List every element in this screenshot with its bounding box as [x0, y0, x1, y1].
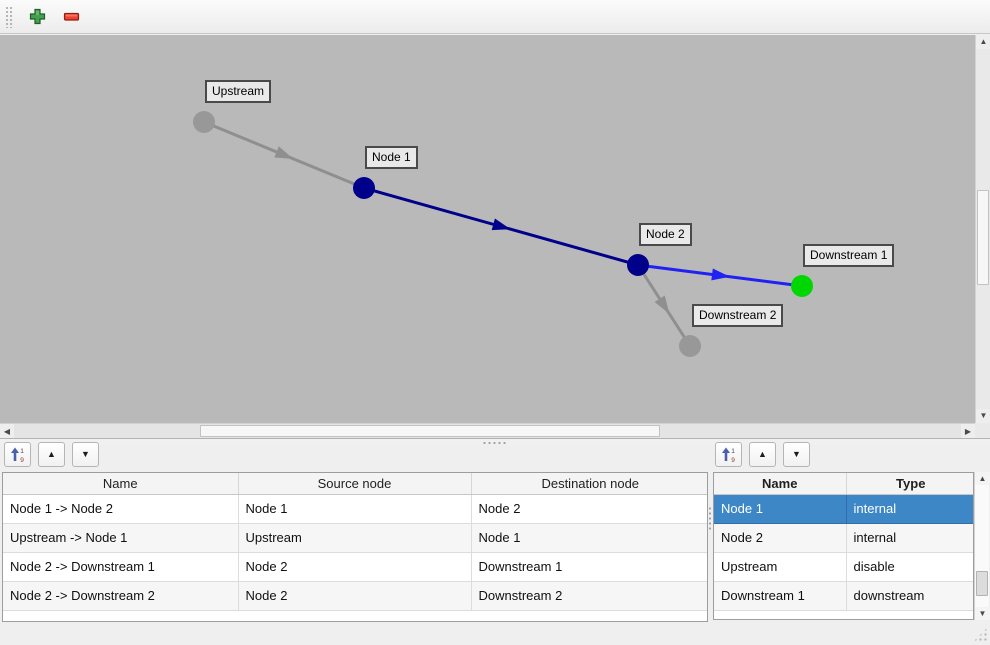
down-triangle-icon: ▼	[792, 449, 801, 459]
table-cell[interactable]: Node 2	[471, 494, 707, 524]
node-label: Node 1	[365, 146, 418, 169]
scroll-down-arrow[interactable]: ▼	[975, 607, 990, 620]
graph-svg	[193, 111, 813, 357]
table-cell[interactable]: Node 1	[238, 494, 472, 524]
up-triangle-icon: ▲	[47, 449, 56, 459]
table-cell[interactable]: Upstream	[714, 552, 847, 582]
move-up-button[interactable]: ▲	[749, 442, 776, 467]
panel-splitter-vertical[interactable]	[708, 472, 712, 620]
column-header[interactable]: Source node	[238, 473, 472, 495]
scroll-down-arrow[interactable]: ▼	[976, 409, 990, 423]
column-header[interactable]: Destination node	[471, 473, 707, 495]
down-triangle-icon: ▼	[81, 449, 90, 459]
table-cell[interactable]: Node 1	[471, 523, 707, 553]
graph-node[interactable]	[627, 254, 649, 276]
window-resize-grip[interactable]	[973, 627, 988, 642]
node-label: Node 2	[639, 223, 692, 246]
table-cell[interactable]: Upstream -> Node 1	[3, 523, 239, 553]
move-up-button[interactable]: ▲	[38, 442, 65, 467]
graph-node[interactable]	[353, 177, 375, 199]
table-cell[interactable]: Node 1	[714, 494, 847, 524]
table-cell[interactable]: internal	[846, 523, 973, 553]
up-triangle-icon: ▲	[758, 449, 767, 459]
graph-node[interactable]	[791, 275, 813, 297]
scroll-up-arrow[interactable]: ▲	[975, 472, 990, 485]
nodes-table-scrollbar[interactable]: ▲ ▼	[974, 472, 990, 620]
edge-arrow-icon	[654, 295, 670, 314]
svg-text:9: 9	[20, 457, 24, 463]
node-label: Upstream	[205, 80, 272, 103]
table-cell[interactable]: Node 2	[714, 523, 847, 553]
sort-ascending-icon: 1 9	[11, 447, 24, 463]
panel-splitter-horizontal[interactable]	[0, 438, 990, 445]
canvas-horizontal-scrollbar[interactable]: ◀ ▶	[0, 423, 975, 439]
svg-text:9: 9	[731, 457, 735, 463]
splitter-grip-icon	[708, 506, 712, 532]
sort-button[interactable]: 1 9	[715, 442, 742, 467]
table-cell[interactable]: Node 2	[238, 552, 472, 582]
move-down-button[interactable]: ▼	[72, 442, 99, 467]
sort-button[interactable]: 1 9	[4, 442, 31, 467]
plus-icon	[29, 8, 45, 25]
graph-node[interactable]	[679, 335, 701, 357]
scroll-right-arrow[interactable]: ▶	[961, 424, 975, 439]
table-cell[interactable]: internal	[846, 494, 973, 524]
scroll-up-arrow[interactable]: ▲	[976, 35, 990, 49]
column-header[interactable]: Name	[3, 473, 239, 495]
edges-panel-toolbar: 1 9 ▲ ▼	[4, 442, 99, 467]
scroll-left-arrow[interactable]: ◀	[0, 424, 14, 439]
edge-arrow-icon	[711, 268, 730, 281]
move-down-button[interactable]: ▼	[783, 442, 810, 467]
table-cell[interactable]: Node 2 -> Downstream 2	[3, 581, 239, 611]
minus-icon	[63, 12, 79, 21]
main-toolbar	[0, 0, 990, 34]
sort-ascending-icon: 1 9	[722, 447, 735, 463]
table-cell[interactable]: downstream	[846, 581, 973, 611]
table-cell[interactable]: Node 1 -> Node 2	[3, 494, 239, 524]
table-cell[interactable]: Downstream 2	[471, 581, 707, 611]
table-cell[interactable]: Downstream 1	[471, 552, 707, 582]
vertical-scroll-thumb[interactable]	[977, 190, 989, 285]
scrollbar-corner	[975, 423, 990, 438]
nodes-panel-toolbar: 1 9 ▲ ▼	[715, 442, 810, 467]
remove-button[interactable]	[57, 3, 85, 31]
table-cell[interactable]: Upstream	[238, 523, 472, 553]
table-cell[interactable]: Node 2 -> Downstream 1	[3, 552, 239, 582]
horizontal-scroll-thumb[interactable]	[200, 425, 660, 437]
column-header[interactable]: Name	[714, 473, 847, 495]
column-header[interactable]: Type	[846, 473, 973, 495]
table-cell[interactable]: Node 2	[238, 581, 472, 611]
node-label: Downstream 2	[692, 304, 784, 327]
graph-node[interactable]	[193, 111, 215, 133]
svg-text:1: 1	[731, 448, 735, 455]
add-button[interactable]	[23, 3, 51, 31]
edge-arrow-icon	[491, 218, 511, 231]
table-cell[interactable]: disable	[846, 552, 973, 582]
toolbar-drag-handle[interactable]	[5, 5, 14, 28]
splitter-grip-icon	[482, 441, 508, 444]
edge-arrow-icon	[274, 146, 294, 159]
canvas-vertical-scrollbar[interactable]: ▲ ▼	[975, 35, 990, 423]
svg-text:1: 1	[20, 448, 24, 455]
table-cell[interactable]: Downstream 1	[714, 581, 847, 611]
node-label: Downstream 1	[803, 244, 895, 267]
vertical-scroll-thumb[interactable]	[976, 571, 988, 596]
